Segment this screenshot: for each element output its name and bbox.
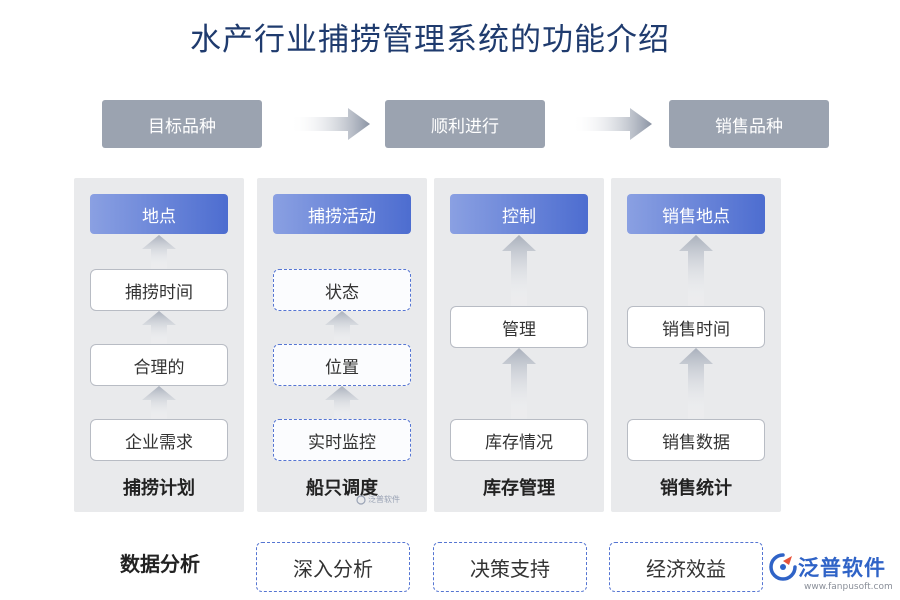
up-arrow-icon: [325, 386, 359, 419]
column-footer: 捕捞计划: [123, 478, 195, 499]
page-title: 水产行业捕捞管理系统的功能介绍: [190, 22, 670, 58]
col-item: 销售数据: [627, 419, 765, 461]
column-footer: 库存管理: [483, 478, 555, 499]
bottom-item: 深入分析: [256, 542, 410, 592]
right-arrow-icon: [572, 108, 652, 140]
top-box-smooth-progress: 顺利进行: [385, 100, 545, 148]
bottom-item: 经济效益: [609, 542, 763, 592]
watermark-text: 泛普软件: [368, 495, 400, 504]
brand-logo: 泛普软件: [768, 552, 886, 582]
col-item: 捕捞时间: [90, 269, 228, 311]
logo-url: www.fanpusoft.com: [804, 582, 893, 592]
column-footer: 船只调度: [306, 478, 378, 499]
col-item: 实时监控: [273, 419, 411, 461]
col-item: 销售时间: [627, 306, 765, 348]
top-box-sales-species: 销售品种: [669, 100, 829, 148]
column-vessel-dispatch: 捕捞活动 状态 位置 实时监控 船只调度: [257, 178, 427, 512]
column-head: 捕捞活动: [273, 194, 411, 234]
column-head: 地点: [90, 194, 228, 234]
col-item: 状态: [273, 269, 411, 311]
col-item: 管理: [450, 306, 588, 348]
up-arrow-icon: [142, 386, 176, 419]
fanpu-logo-icon: [769, 553, 797, 581]
col-item: 库存情况: [450, 419, 588, 461]
right-arrow-icon: [290, 108, 370, 140]
column-head: 销售地点: [627, 194, 765, 234]
bottom-item: 决策支持: [433, 542, 587, 592]
column-footer: 销售统计: [660, 478, 732, 499]
up-arrow-icon: [325, 311, 359, 344]
up-arrow-icon: [142, 235, 176, 269]
col-item: 合理的: [90, 344, 228, 386]
fanpu-watermark-icon: [356, 494, 366, 505]
top-box-target-species: 目标品种: [102, 100, 262, 148]
column-fishing-plan: 地点 捕捞时间 合理的 企业需求 捕捞计划: [74, 178, 244, 512]
up-arrow-icon: [142, 311, 176, 344]
up-arrow-icon: [679, 348, 713, 419]
up-arrow-icon: [502, 348, 536, 419]
column-head: 控制: [450, 194, 588, 234]
bottom-label: 数据分析: [120, 552, 200, 576]
col-item: 企业需求: [90, 419, 228, 461]
col-item: 位置: [273, 344, 411, 386]
column-sales-statistics: 销售地点 销售时间 销售数据 销售统计: [611, 178, 781, 512]
up-arrow-icon: [502, 235, 536, 306]
column-inventory-management: 控制 管理 库存情况 库存管理: [434, 178, 604, 512]
logo-text: 泛普软件: [798, 556, 886, 580]
up-arrow-icon: [679, 235, 713, 306]
watermark: 泛普软件: [356, 494, 400, 505]
